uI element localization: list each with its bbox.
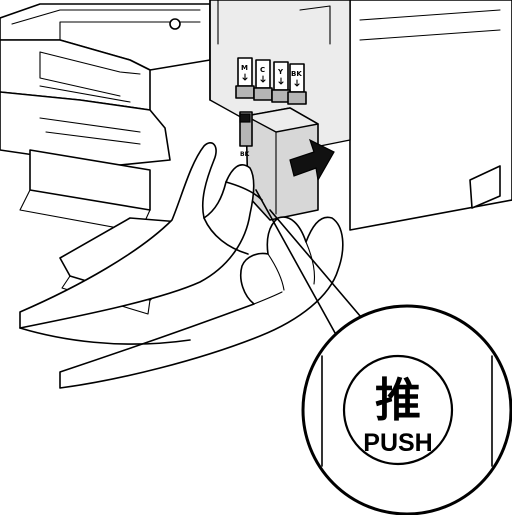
ink-slot-label-y: Y [277, 68, 284, 76]
ink-slot-label-bk: BK [291, 70, 302, 78]
push-en-label: PUSH [363, 429, 432, 457]
ink-slot-label-m: M [241, 64, 248, 72]
push-cjk-label: 推 [375, 373, 421, 427]
ink-slot-label-c: C [260, 66, 265, 74]
push-callout: 推 PUSH [303, 306, 511, 514]
cartridge-label: BK [240, 151, 250, 158]
